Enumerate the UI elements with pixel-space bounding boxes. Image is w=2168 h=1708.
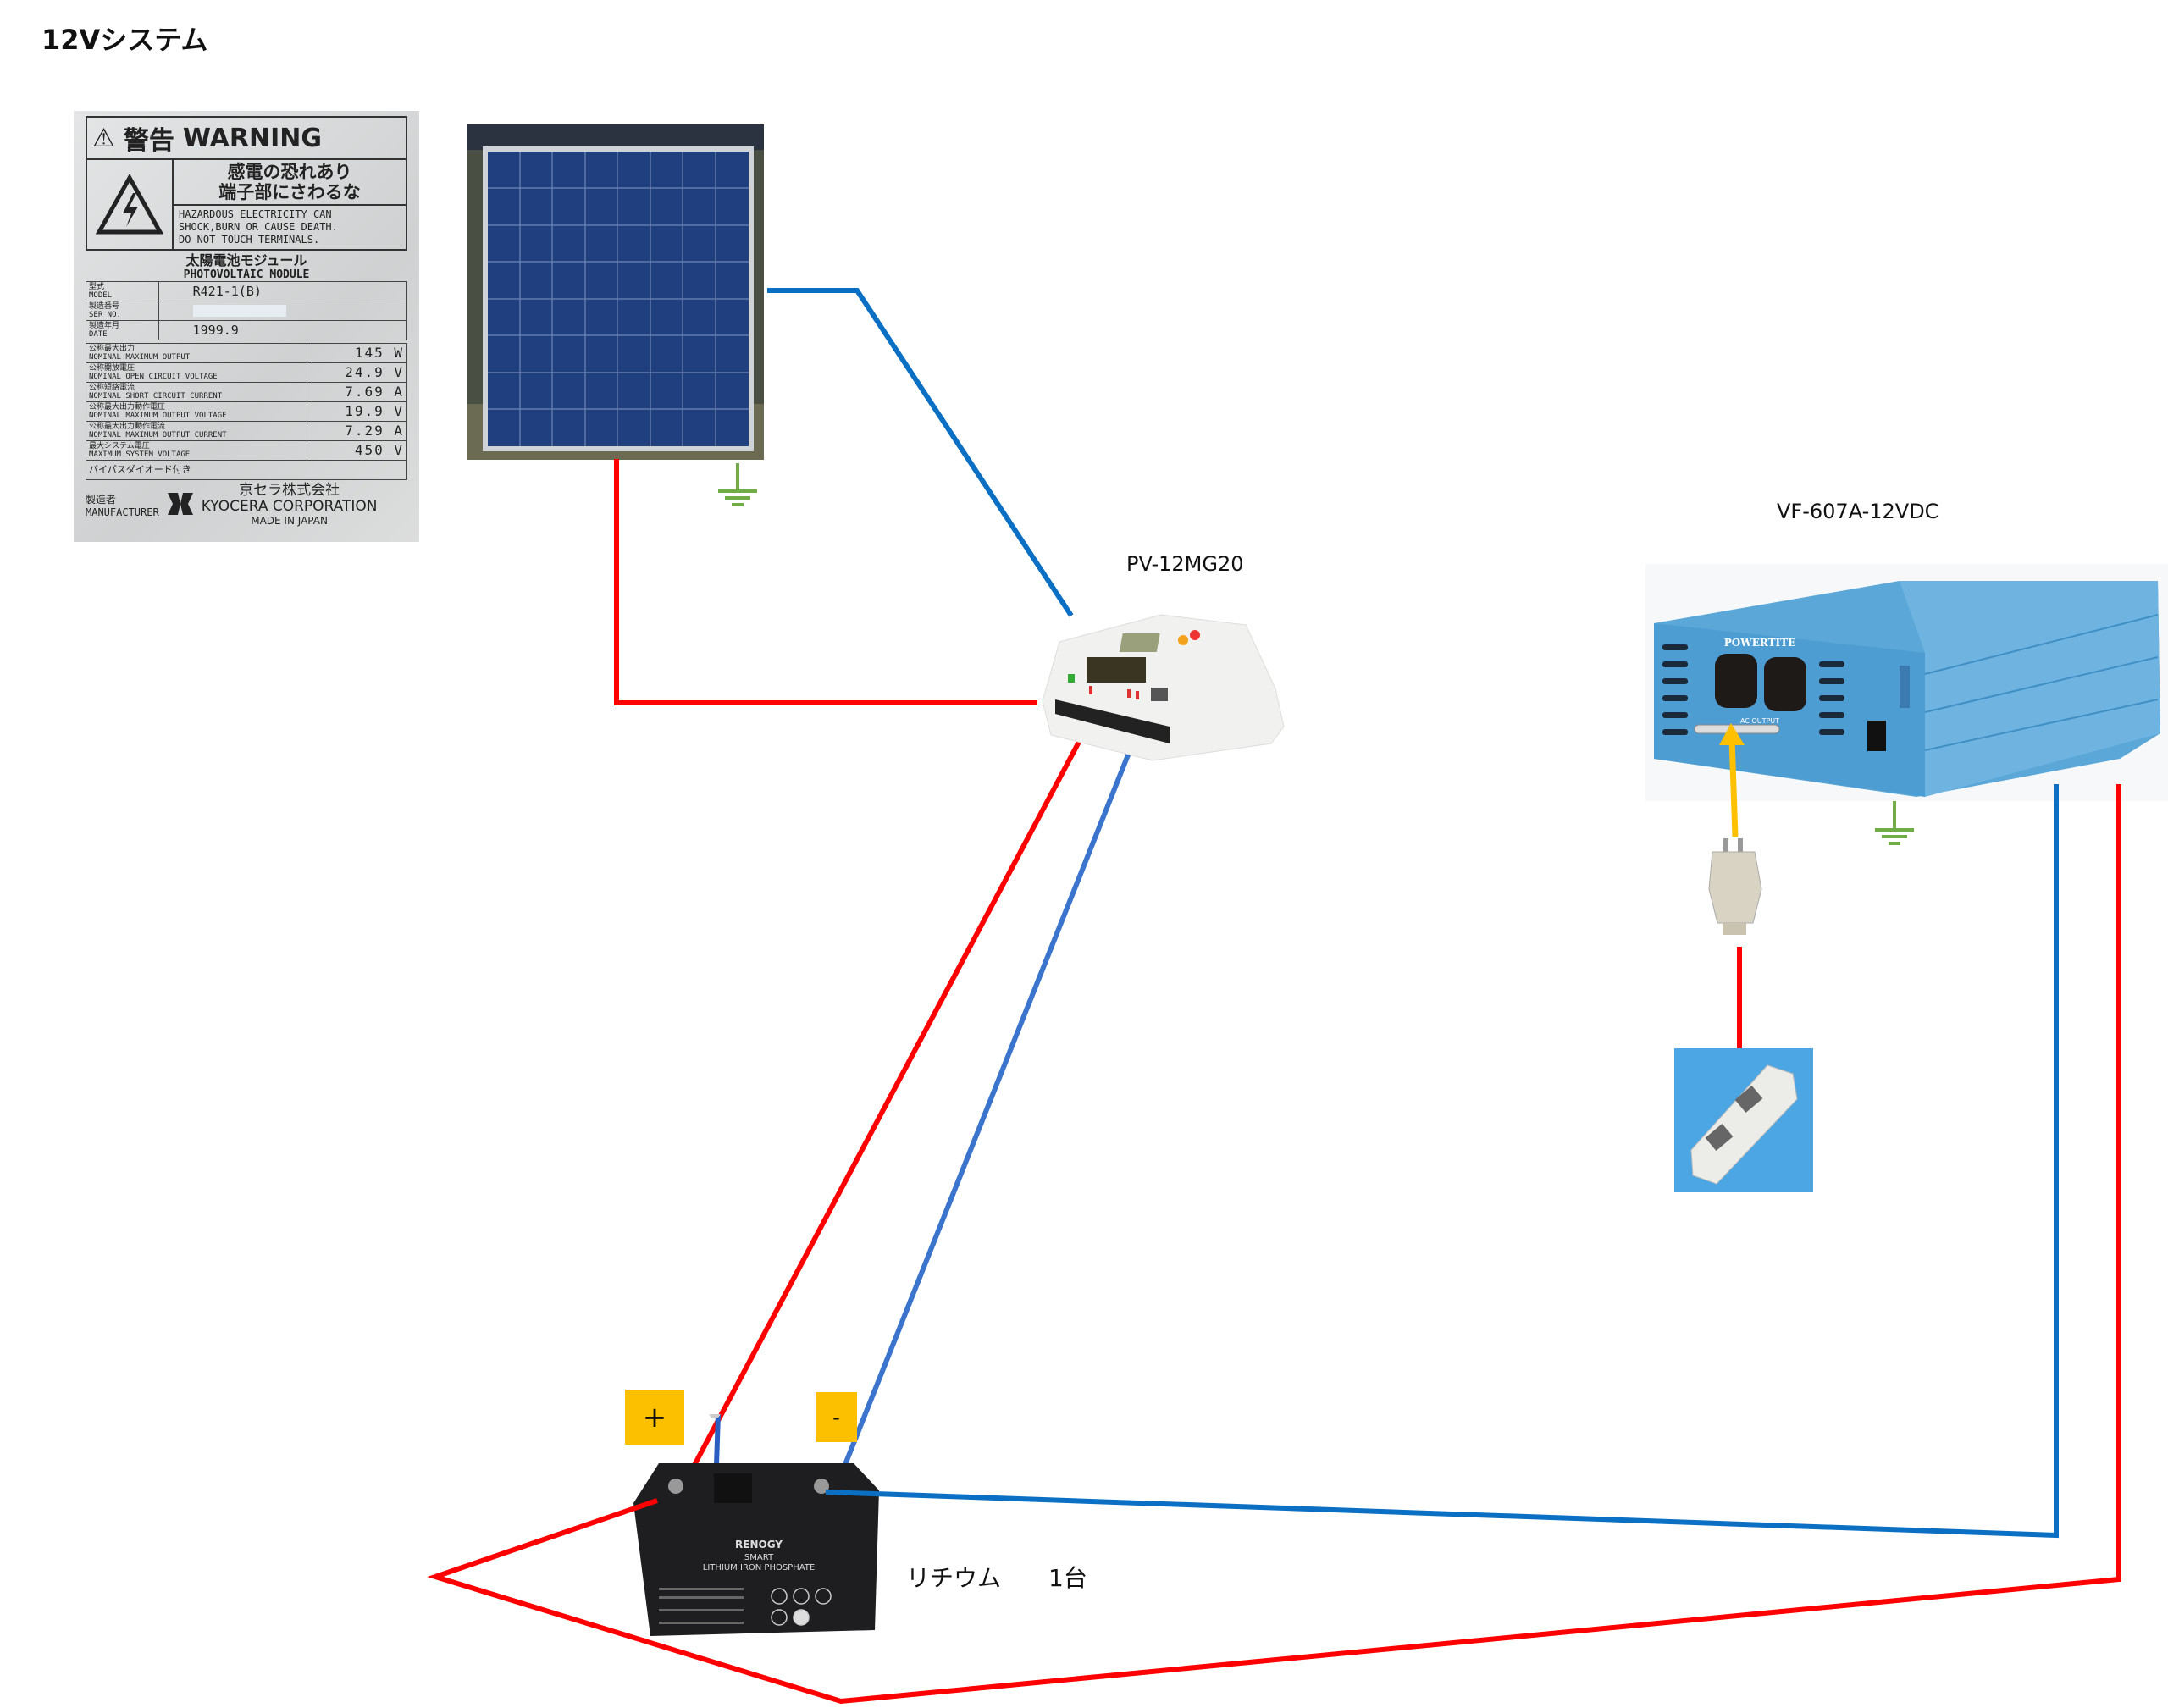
table-row: バイパスダイオード付き xyxy=(86,460,407,480)
label-en: MODEL xyxy=(89,291,113,300)
label-jp: 公称開放電圧 xyxy=(89,364,136,373)
module-title-en: PHOTOVOLTAIC MODULE xyxy=(183,268,310,281)
made-in: MADE IN JAPAN xyxy=(251,515,328,527)
solar-panel xyxy=(467,124,764,460)
label-jp: 公称最大出力動作電圧 xyxy=(89,403,166,412)
label-en: NOMINAL MAXIMUM OUTPUT xyxy=(89,353,191,362)
date-value: 1999.9 xyxy=(158,320,408,340)
label-en: DATE xyxy=(89,330,108,339)
label-en: NOMINAL OPEN CIRCUIT VOLTAGE xyxy=(89,373,218,381)
label-en: SER NO. xyxy=(89,311,121,319)
warning-jp: 警告 xyxy=(123,126,174,156)
label-jp: 型式 xyxy=(89,283,105,291)
hazard-en-2: SHOCK,BURN OR CAUSE DEATH. xyxy=(179,221,338,233)
controller-battery-positive-wire xyxy=(678,715,1095,1494)
label-jp: 公称短絡電流 xyxy=(89,384,136,392)
high-voltage-icon xyxy=(87,160,174,249)
ac-connection xyxy=(1708,723,1762,1050)
hazard-jp-2: 端子部にさわるな xyxy=(218,182,361,202)
spec-value: 145 W xyxy=(306,343,408,363)
manufacturer-jp: 製造者 xyxy=(86,493,117,506)
spec-value: 19.9 V xyxy=(306,401,408,422)
corp-en: KYOCERA CORPORATION xyxy=(201,498,378,515)
inverter-brand: POWERTITE xyxy=(1724,637,1795,649)
plug-icon xyxy=(1708,838,1762,935)
label-en: NOMINAL SHORT CIRCUIT CURRENT xyxy=(89,392,223,401)
battery-brand: RENOGY xyxy=(735,1539,783,1550)
label-jp: 製造年月 xyxy=(89,322,120,330)
warning-header: ⚠ 警告 WARNING xyxy=(87,118,406,160)
ground-symbol-inverter xyxy=(1875,799,1914,845)
power-switch xyxy=(1867,721,1886,751)
label-jp: 最大システム電圧 xyxy=(89,442,150,450)
controller-label: PV-12MG20 xyxy=(1126,552,1244,576)
ac-arrow xyxy=(1728,738,1739,837)
label-en: NOMINAL MAXIMUM OUTPUT CURRENT xyxy=(89,431,227,439)
hazard-en-3: DO NOT TOUCH TERMINALS. xyxy=(179,234,320,246)
label-jp: 公称最大出力動作電流 xyxy=(89,423,166,431)
ac-output-label: AC OUTPUT xyxy=(1740,717,1779,725)
label-en: MAXIMUM SYSTEM VOLTAGE xyxy=(89,450,191,459)
serial-redacted xyxy=(192,305,286,317)
pv-negative-wire xyxy=(767,288,1074,617)
charge-controller xyxy=(1042,614,1285,761)
battery-caption: リチウム 1台 xyxy=(906,1564,1087,1592)
power-strip xyxy=(1674,1048,1813,1192)
battery-line1: SMART xyxy=(744,1553,774,1562)
corp-jp: 京セラ株式会社 xyxy=(239,482,340,499)
pv-positive-wire xyxy=(614,459,1037,705)
battery-line2: LITHIUM IRON PHOSPHATE xyxy=(703,1563,815,1573)
lithium-battery: RENOGY SMART LITHIUM IRON PHOSPHATE xyxy=(633,1414,879,1636)
manufacturer-en: MANUFACTURER xyxy=(86,506,159,518)
label-jp: 公称最大出力 xyxy=(89,345,136,353)
pv-module-nameplate: ⚠ 警告 WARNING 感電の恐れあり端子部にさわるな HAZARDOUS E… xyxy=(74,111,419,542)
label-en: NOMINAL MAXIMUM OUTPUT VOLTAGE xyxy=(89,412,227,420)
page-title: 12Vシステム xyxy=(41,24,208,56)
hazard-en-1: HAZARDOUS ELECTRICITY CAN xyxy=(179,208,332,220)
inverter-label: VF-607A-12VDC xyxy=(1777,500,1939,523)
warning-en: WARNING xyxy=(182,123,322,153)
module-title-jp: 太陽電池モジュール xyxy=(185,252,307,268)
bypass-note: バイパスダイオード付き xyxy=(86,460,407,480)
spec-value: 7.69 A xyxy=(306,382,408,402)
kyocera-logo xyxy=(166,491,195,519)
hazard-jp-1: 感電の恐れあり xyxy=(227,162,352,182)
label-jp: 製造番号 xyxy=(89,302,120,311)
warning-icon: ⚠ xyxy=(92,123,115,153)
ground-symbol-panel xyxy=(718,463,757,506)
arrow-head-icon xyxy=(1719,723,1745,745)
